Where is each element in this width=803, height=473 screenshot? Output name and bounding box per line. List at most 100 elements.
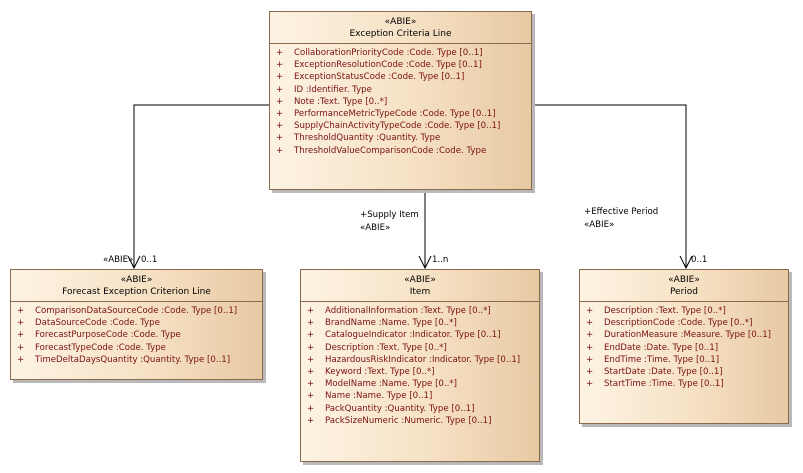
association-forecast-line[interactable]: [133, 104, 269, 268]
attribute-row[interactable]: + StartDate :Date. Type [0..1]: [586, 366, 784, 378]
attribute-text: DescriptionCode :Code. Type [0..*]: [604, 318, 753, 329]
visibility-marker: +: [586, 342, 594, 353]
visibility-marker: +: [586, 306, 594, 316]
association-period-line[interactable]: [531, 104, 687, 268]
attribute-row[interactable]: + DescriptionCode :Code. Type [0..*]: [586, 317, 784, 329]
class-header: «ABIE» Forecast Exception Criterion Line: [11, 270, 262, 302]
attribute-text: ComparisonDataSourceCode :Code. Type [0.…: [35, 306, 238, 316]
attribute-row[interactable]: +ThresholdValueComparisonCode :Code. Typ…: [276, 145, 527, 157]
period-association-role: +Effective Period: [584, 207, 659, 217]
attribute-text: ExceptionResolutionCode :Code. Type [0..…: [294, 60, 482, 71]
attribute-text: StartDate :Date. Type [0..1]: [604, 367, 723, 378]
visibility-marker: +: [17, 342, 25, 353]
visibility-marker: +: [17, 330, 25, 341]
class-forecast-exception-criterion-line[interactable]: «ABIE» Forecast Exception Criterion Line…: [10, 269, 263, 380]
class-exception-criteria-line[interactable]: «ABIE» Exception Criteria Line +Collabor…: [269, 11, 532, 190]
attribute-text: ModelName :Name. Type [0..*]: [325, 379, 458, 390]
attribute-row[interactable]: +Name :Name. Type [0..1]: [307, 390, 535, 402]
class-name: Period: [669, 287, 699, 297]
attribute-row[interactable]: + EndDate :Date. Type [0..1]: [586, 342, 784, 354]
visibility-marker: +: [586, 367, 594, 378]
attribute-row[interactable]: + TimeDeltaDaysQuantity :Quantity. Type […: [17, 354, 258, 366]
attribute-row[interactable]: + ForecastPurposeCode :Code. Type: [17, 329, 258, 341]
visibility-marker: +: [276, 72, 284, 83]
attribute-list: +CollaborationPriorityCode :Code. Type […: [270, 44, 531, 159]
class-header: «ABIE» Period: [580, 270, 788, 302]
visibility-marker: +: [307, 379, 315, 390]
visibility-marker: +: [307, 403, 315, 414]
visibility-marker: +: [586, 318, 594, 329]
attribute-text: Description :Text. Type [0..*]: [325, 342, 447, 353]
attribute-text: Note :Text. Type [0..*]: [294, 96, 388, 107]
attribute-row[interactable]: +ThresholdQuantity :Quantity. Type: [276, 132, 527, 144]
item-association-stereotype: «ABIE»: [360, 223, 391, 233]
attribute-row[interactable]: +ExceptionResolutionCode :Code. Type [0.…: [276, 59, 527, 71]
attribute-row[interactable]: + ID :Identifier. Type: [276, 84, 527, 96]
attribute-text: EndDate :Date. Type [0..1]: [604, 342, 719, 353]
attribute-text: BrandName :Name. Type [0..*]: [325, 318, 457, 329]
association-forecast-arrowhead: [127, 255, 141, 270]
attribute-list: + AdditionalInformation :Text. Type [0..*…: [301, 302, 539, 429]
attribute-list: + Description :Text. Type [0..*] + Descript…: [580, 302, 788, 392]
attribute-text: HazardousRiskIndicator :Indicator. Type …: [325, 354, 521, 365]
visibility-marker: +: [276, 84, 284, 95]
attribute-row[interactable]: +PackQuantity :Quantity. Type [0..1]: [307, 403, 535, 415]
class-name: Exception Criteria Line: [349, 29, 452, 39]
item-association-role: +Supply Item: [360, 210, 419, 220]
attribute-row[interactable]: +Keyword :Text. Type [0..*]: [307, 366, 535, 378]
visibility-marker: +: [307, 415, 315, 426]
attribute-text: SupplyChainActivityTypeCode :Code. Type …: [294, 121, 501, 132]
visibility-marker: +: [17, 306, 25, 316]
attribute-row[interactable]: + ComparisonDataSourceCode :Code. Type [0…: [17, 305, 258, 317]
attribute-text: CatalogueIndicator :Indicator. Type [0..…: [325, 330, 501, 341]
visibility-marker: +: [276, 48, 284, 58]
attribute-text: ExceptionStatusCode :Code. Type [0..1]: [294, 72, 465, 83]
attribute-row[interactable]: + PackSizeNumeric :Numeric. Type [0..1]: [307, 415, 535, 427]
attribute-text: ID :Identifier. Type: [294, 84, 372, 95]
attribute-row[interactable]: +CollaborationPriorityCode :Code. Type […: [276, 47, 527, 59]
attribute-text: AdditionalInformation :Text. Type [0..*]: [325, 306, 491, 316]
attribute-row[interactable]: +AdditionalInformation :Text. Type [0..*…: [307, 305, 535, 317]
item-association-multiplicity: 1..n: [432, 255, 449, 265]
attribute-row[interactable]: +PerformanceMetricTypeCode :Code. Type […: [276, 108, 527, 120]
class-stereotype: «ABIE»: [668, 275, 700, 285]
attribute-row[interactable]: +Description :Text. Type [0..*]: [307, 342, 535, 354]
attribute-row[interactable]: + Description :Text. Type [0..*]: [586, 305, 784, 317]
attribute-row[interactable]: + SupplyChainActivityTypeCode :Code. Type…: [276, 120, 527, 132]
attribute-row[interactable]: +Note :Text. Type [0..*]: [276, 96, 527, 108]
period-association-stereotype: «ABIE»: [584, 220, 615, 230]
attribute-text: Name :Name. Type [0..1]: [325, 391, 433, 402]
attribute-row[interactable]: +BrandName :Name. Type [0..*]: [307, 317, 535, 329]
attribute-text: Description :Text. Type [0..*]: [604, 306, 726, 316]
attribute-row[interactable]: +EndTime :Time. Type [0..1]: [586, 354, 784, 366]
attribute-row[interactable]: + ForecastTypeCode :Code. Type: [17, 342, 258, 354]
attribute-text: ForecastTypeCode :Code. Type: [35, 342, 166, 353]
class-name: Item: [409, 287, 431, 297]
attribute-text: PackSizeNumeric :Numeric. Type [0..1]: [325, 415, 492, 426]
visibility-marker: +: [17, 354, 25, 365]
attribute-row[interactable]: +CatalogueIndicator :Indicator. Type [0.…: [307, 329, 535, 341]
class-header: «ABIE» Exception Criteria Line: [270, 12, 531, 44]
class-item[interactable]: «ABIE» Item +AdditionalInformation :Text…: [300, 269, 540, 462]
attribute-row[interactable]: +DurationMeasure :Measure. Type [0..1]: [586, 329, 784, 341]
class-period[interactable]: «ABIE» Period + Description :Text. Type […: [579, 269, 789, 424]
attribute-row[interactable]: +StartTime :Time. Type [0..1]: [586, 378, 784, 390]
association-period-arrowhead: [679, 255, 693, 270]
visibility-marker: +: [276, 133, 284, 144]
attribute-text: EndTime :Time. Type [0..1]: [604, 354, 720, 365]
visibility-marker: +: [276, 121, 284, 132]
forecast-association-multiplicity: 0..1: [141, 255, 158, 265]
visibility-marker: +: [276, 145, 284, 156]
attribute-row[interactable]: + ExceptionStatusCode :Code. Type [0..1]: [276, 71, 527, 83]
class-stereotype: «ABIE»: [120, 275, 153, 285]
attribute-text: ForecastPurposeCode :Code. Type: [35, 330, 181, 341]
attribute-row[interactable]: +HazardousRiskIndicator :Indicator. Type…: [307, 354, 535, 366]
attribute-row[interactable]: +DataSourceCode :Code. Type: [17, 317, 258, 329]
class-stereotype: «ABIE»: [384, 17, 417, 27]
attribute-row[interactable]: + ModelName :Name. Type [0..*]: [307, 378, 535, 390]
visibility-marker: +: [17, 318, 25, 329]
attribute-text: TimeDeltaDaysQuantity :Quantity. Type [0…: [35, 354, 231, 365]
association-item-arrowhead: [418, 255, 432, 270]
attribute-list: + ComparisonDataSourceCode :Code. Type [0…: [11, 302, 262, 368]
